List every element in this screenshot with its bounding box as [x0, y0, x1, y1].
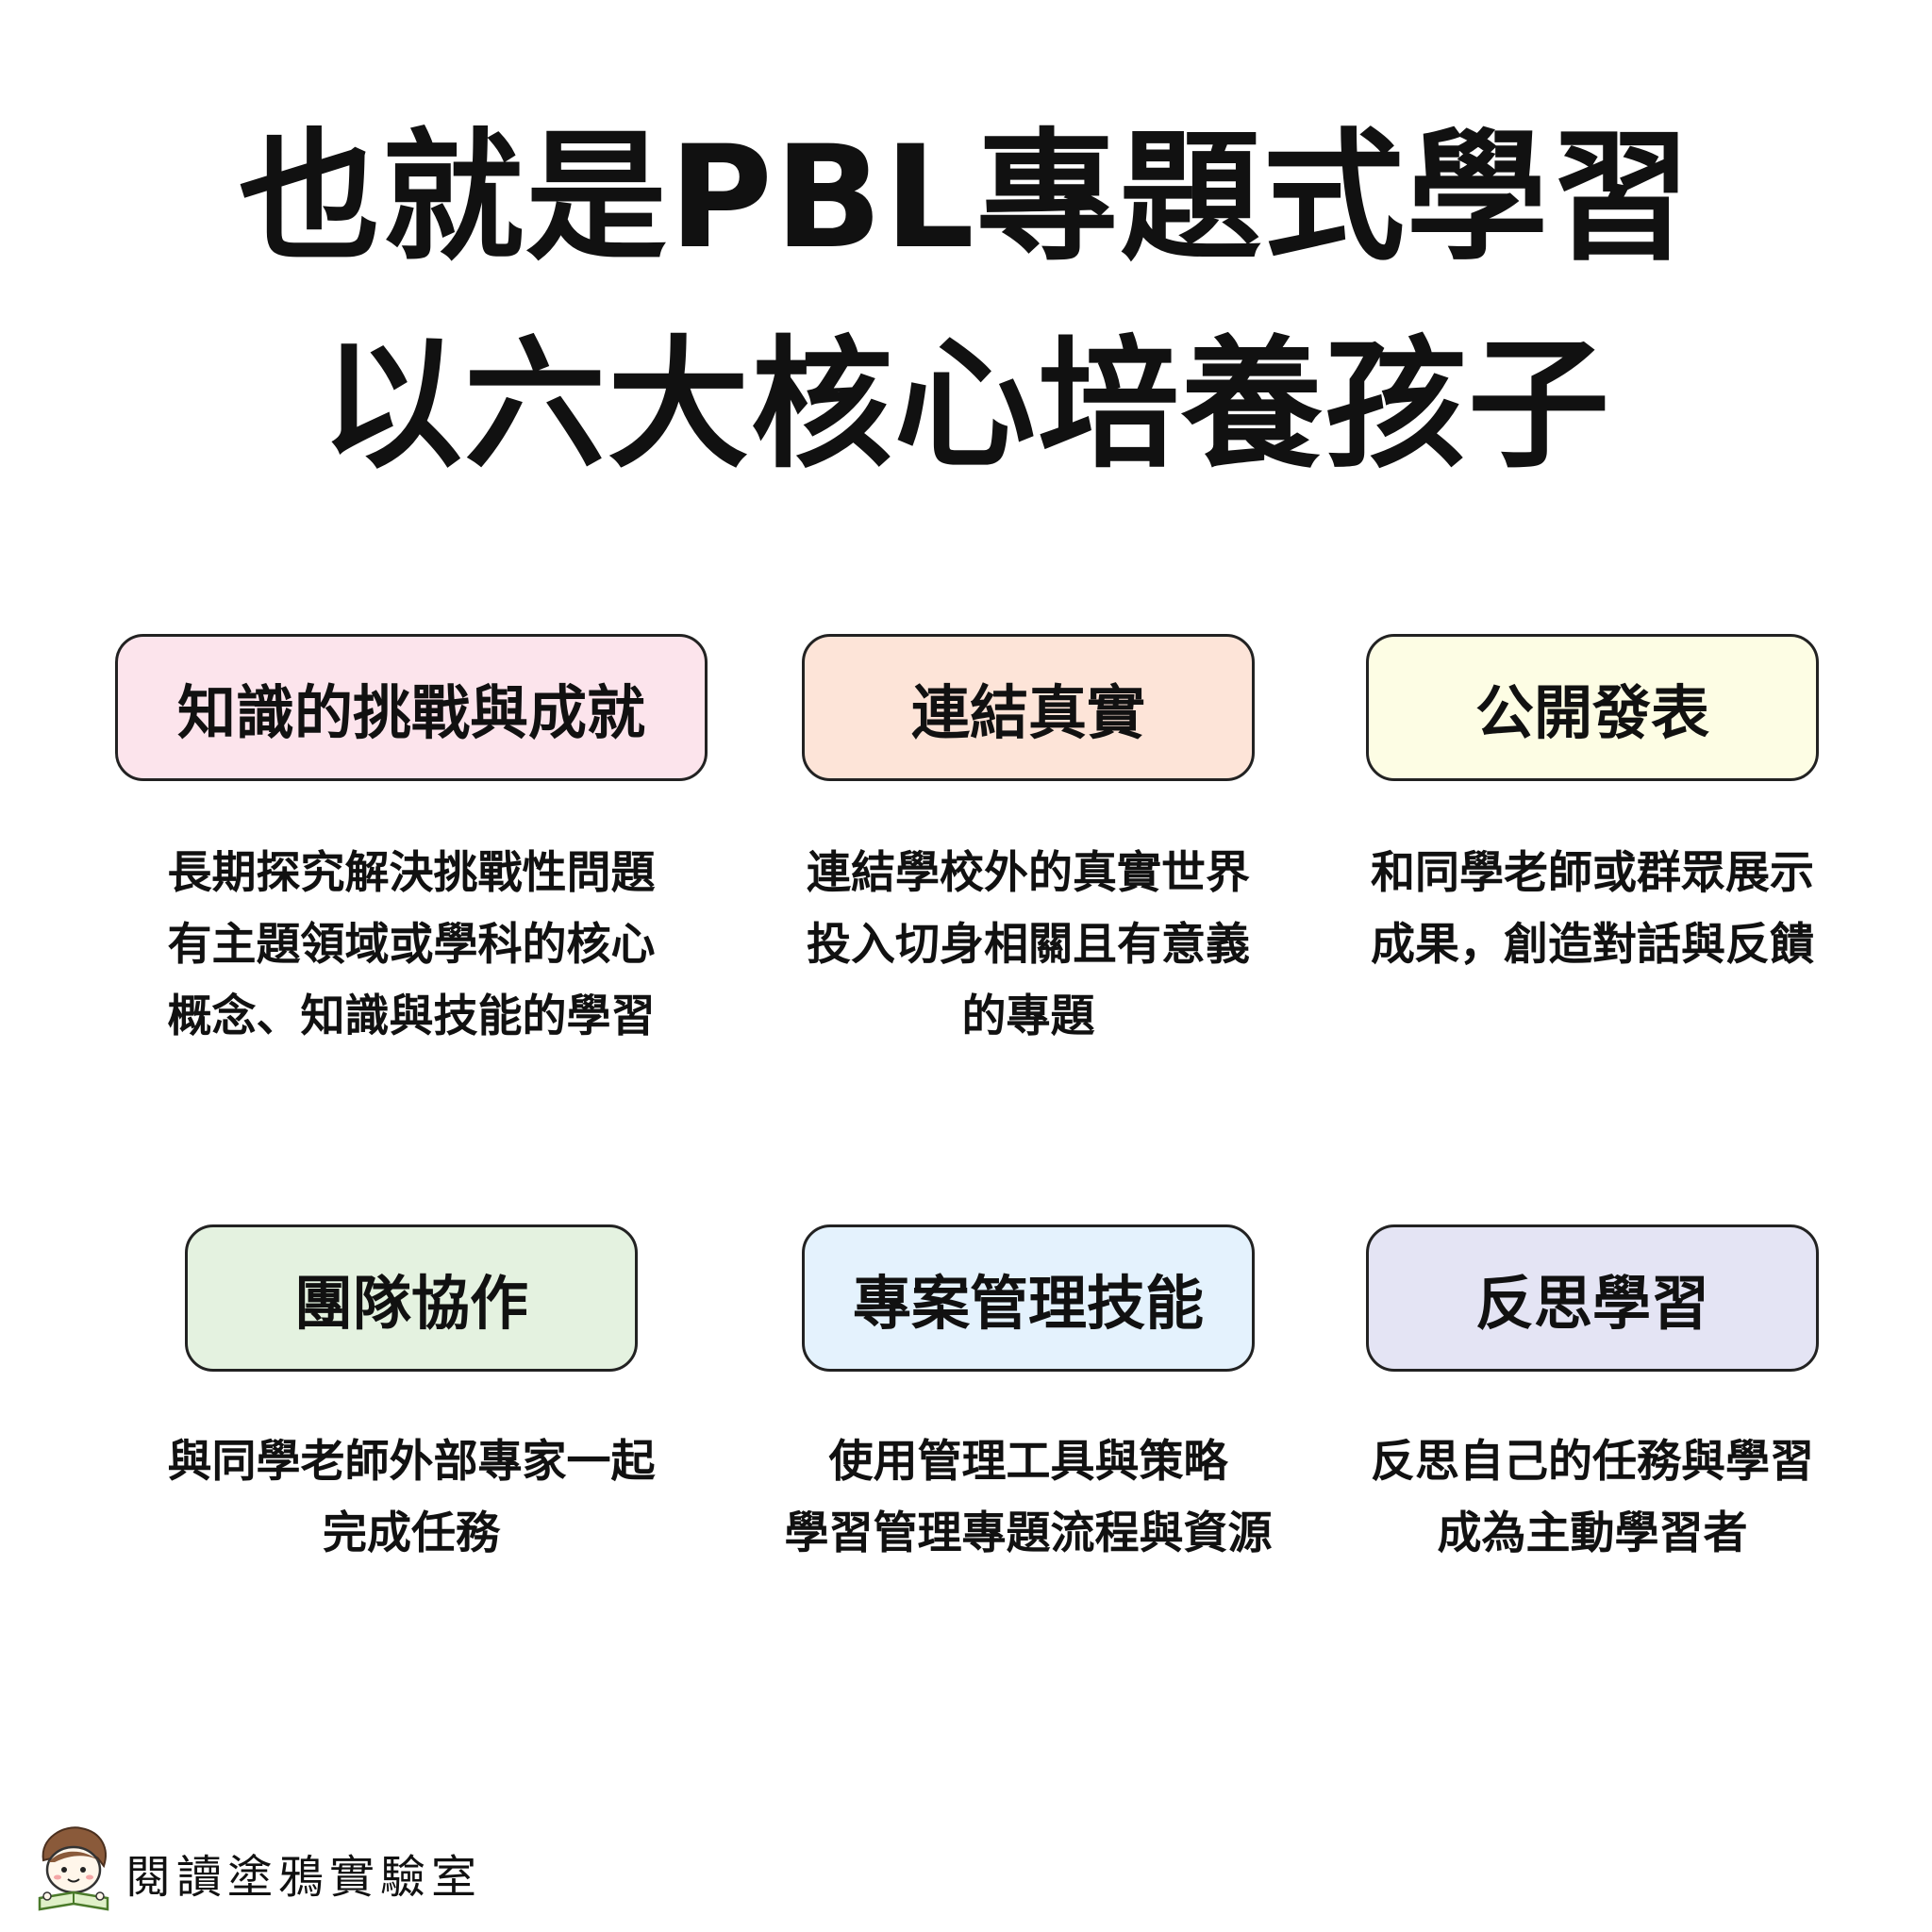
- core-label-text: 連結真實: [910, 678, 1145, 747]
- description-line: 長期探究解決挑戰性問題: [167, 847, 656, 899]
- description-line: 的專題: [961, 991, 1095, 1042]
- core-description-authenticity: 連結學校外的真實世界 投入切身相關且有意義 的專題: [745, 838, 1311, 1053]
- brand-name: 閱讀塗鴉實驗室: [125, 1851, 483, 1904]
- core-label-project-management: 專案管理技能: [802, 1224, 1255, 1372]
- core-label-authenticity: 連結真實: [802, 634, 1255, 781]
- description-line: 成為主動學習者: [1437, 1507, 1748, 1559]
- mascot-icon: [38, 1826, 109, 1911]
- core-description-project-management: 使用管理工具與策略 學習管理專題流程與資源: [731, 1426, 1325, 1570]
- page-title-line-2: 以六大核心培養孩子: [320, 324, 1611, 488]
- description-line: 成果，創造對話與反饋: [1371, 919, 1814, 971]
- core-label-text: 反思學習: [1474, 1269, 1709, 1338]
- core-label-knowledge: 知識的挑戰與成就: [115, 634, 708, 781]
- description-line: 概念、知識與技能的學習: [167, 991, 656, 1042]
- core-label-public-product: 公開發表: [1366, 634, 1819, 781]
- core-label-text: 公開發表: [1474, 678, 1709, 747]
- core-label-collaboration: 團隊協作: [185, 1224, 638, 1372]
- description-line: 投入切身相關且有意義: [807, 919, 1250, 971]
- description-line: 連結學校外的真實世界: [807, 847, 1250, 899]
- description-line: 完成任務: [323, 1507, 500, 1559]
- core-description-public-product: 和同學老師或群眾展示 成果，創造對話與反饋: [1309, 838, 1875, 981]
- core-label-text: 團隊協作: [293, 1269, 528, 1338]
- description-line: 有主題領域或學科的核心: [167, 919, 656, 971]
- core-description-knowledge: 長期探究解決挑戰性問題 有主題領域或學科的核心 概念、知識與技能的學習: [115, 838, 708, 1053]
- description-line: 與同學老師外部專家一起: [167, 1436, 656, 1488]
- description-line: 反思自己的任務與學習: [1371, 1436, 1814, 1488]
- description-line: 和同學老師或群眾展示: [1371, 847, 1814, 899]
- core-description-reflection: 反思自己的任務與學習 成為主動學習者: [1309, 1426, 1875, 1570]
- page-title-line-1: 也就是PBL專題式學習: [239, 116, 1693, 280]
- brand-logo: 閱讀塗鴉實驗室: [26, 1821, 517, 1915]
- description-line: 使用管理工具與策略: [828, 1436, 1228, 1488]
- core-description-collaboration: 與同學老師外部專家一起 完成任務: [115, 1426, 708, 1570]
- description-line: 學習管理專題流程與資源: [784, 1507, 1273, 1559]
- core-label-text: 專案管理技能: [852, 1269, 1204, 1338]
- core-label-text: 知識的挑戰與成就: [176, 678, 645, 747]
- core-label-reflection: 反思學習: [1366, 1224, 1819, 1372]
